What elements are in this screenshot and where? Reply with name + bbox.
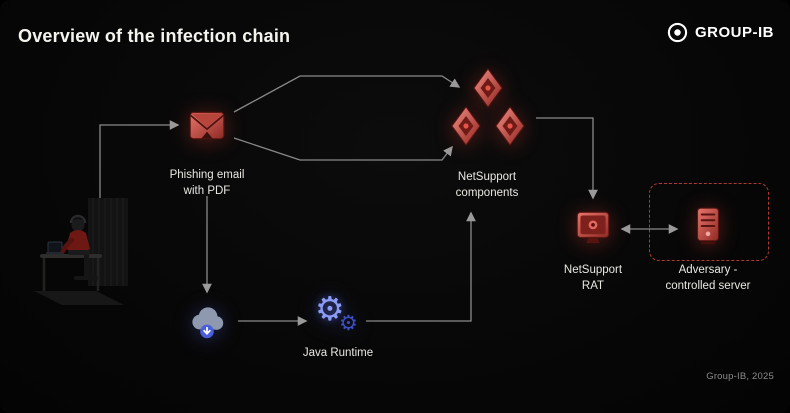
netsupport-components-icon xyxy=(446,66,530,155)
arrow-java-to-components xyxy=(366,211,476,322)
adversary-server-label: Adversary - controlled server xyxy=(665,264,751,293)
adversary-server-icon xyxy=(685,203,731,254)
victim-person-illustration xyxy=(26,196,156,313)
phishing-email-icon xyxy=(184,102,230,153)
cloud-download-icon xyxy=(184,298,230,349)
group-ib-logo-icon xyxy=(667,22,688,43)
gear-icon: ⚙ xyxy=(315,289,345,328)
page-title: Overview of the infection chain xyxy=(18,26,291,46)
netsupport-rat-icon xyxy=(570,205,616,256)
netsupport-components-label: NetSupport components xyxy=(455,171,519,200)
arrow-email-to-components-upper xyxy=(233,75,461,113)
group-ib-logo: GROUP-IB xyxy=(667,22,774,43)
group-ib-logo-text: GROUP-IB xyxy=(695,24,774,41)
adversary-dashed-boundary xyxy=(649,183,769,261)
netsupport-rat-label: NetSupport RAT xyxy=(563,264,623,293)
phishing-email-label: Phishing email with PDF xyxy=(169,169,245,198)
java-runtime-icon: ⚙ ⚙ xyxy=(314,292,362,344)
copyright-note: Group-IB, 2025 xyxy=(706,371,774,382)
arrow-email-to-components-lower xyxy=(233,137,453,161)
gear-icon: ⚙ xyxy=(339,311,358,335)
java-runtime-label: Java Runtime xyxy=(302,347,374,359)
